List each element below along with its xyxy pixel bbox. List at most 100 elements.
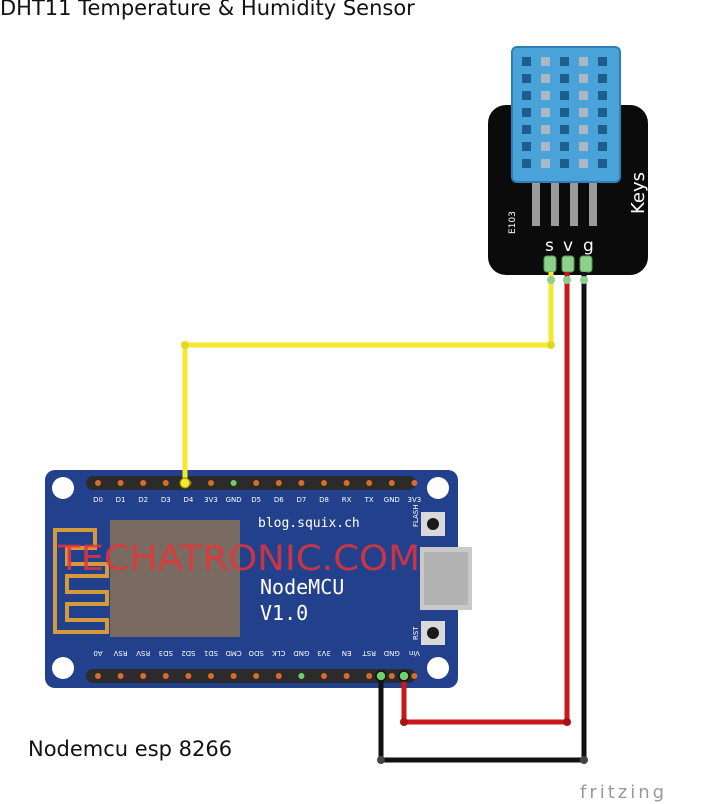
pin-label: 3V3 — [408, 496, 422, 504]
pin-label: GND — [293, 649, 309, 657]
vcc-wire-bend — [400, 718, 408, 726]
pin-label: SD2 — [181, 649, 195, 657]
sensor-pin-v-label: v — [563, 236, 573, 256]
diagram-title: DHT11 Temperature & Humidity Sensor — [0, 0, 415, 20]
header-pin — [208, 480, 214, 486]
sensor-lead — [570, 178, 578, 226]
grille-hole — [541, 125, 550, 134]
board-caption: Nodemcu esp 8266 — [28, 737, 233, 761]
pin-label: SD3 — [159, 649, 173, 657]
header-pin — [388, 673, 395, 679]
board-version: V1.0 — [260, 601, 308, 625]
pin-label: D0 — [93, 496, 103, 504]
grille-hole — [560, 142, 569, 151]
pin-label: GND — [384, 649, 400, 657]
mounting-hole — [52, 477, 74, 499]
grille-hole — [579, 108, 588, 117]
sensor-lead — [551, 178, 559, 226]
header-pin — [95, 480, 101, 486]
grille-hole — [598, 91, 607, 100]
sensor-pin-s-label: s — [545, 236, 554, 256]
sensor-pin-g — [579, 255, 593, 273]
flash-button-cap — [427, 518, 439, 530]
header-pin — [230, 673, 237, 679]
vcc-wire[interactable] — [401, 272, 570, 725]
wires — [179, 272, 588, 764]
header-pin — [275, 673, 282, 679]
grille-hole — [598, 142, 607, 151]
bottom-header-strip — [86, 669, 416, 683]
grille-hole — [541, 57, 550, 66]
header-pin — [253, 673, 260, 679]
pin-label: D4 — [183, 496, 193, 504]
grille-hole — [598, 74, 607, 83]
header-pin — [95, 673, 101, 679]
pin-label: EN — [342, 649, 352, 657]
pin-label: D8 — [319, 496, 329, 504]
sensor-brand: Keys — [628, 172, 649, 214]
grille-hole — [522, 125, 531, 134]
pin-label: CMD — [225, 649, 241, 657]
header-pin — [343, 673, 350, 679]
vcc-wire-end — [563, 276, 571, 284]
header-pin — [253, 480, 260, 486]
pin-label: GND — [384, 496, 400, 504]
header-pin — [411, 480, 418, 486]
dht11-sensor-module: Keys E103 s v g — [488, 46, 649, 275]
pin-label: Vin — [409, 649, 420, 657]
pin-label: D7 — [296, 496, 306, 504]
wifi-antenna — [53, 528, 109, 634]
fritzing-watermark: fritzing — [580, 782, 668, 803]
signal-wire[interactable] — [182, 272, 554, 483]
mounting-hole — [427, 657, 449, 679]
ground-wire-bend — [377, 756, 385, 764]
header-pin — [388, 480, 395, 486]
pin-label: RSV — [113, 649, 127, 657]
pin-label: SDO — [248, 649, 264, 657]
gnd-pin-connection — [375, 670, 387, 682]
board-name: NodeMCU — [260, 575, 344, 599]
rst-label: RST — [412, 626, 420, 640]
grille-hole — [598, 159, 607, 168]
header-pin — [298, 480, 305, 486]
grille-hole — [560, 91, 569, 100]
pin-label: 3V3 — [204, 496, 218, 504]
pin-label: D5 — [251, 496, 261, 504]
grille-hole — [560, 125, 569, 134]
sensor-lead — [589, 178, 597, 226]
grille-hole — [541, 108, 550, 117]
header-pin — [117, 673, 124, 679]
pin-label: RX — [342, 496, 352, 504]
grille-hole — [579, 125, 588, 134]
grille-hole — [560, 57, 569, 66]
usb-port-inner — [424, 552, 468, 605]
header-pin — [343, 480, 350, 486]
grille-hole — [579, 91, 588, 100]
esp-module-shield — [110, 520, 240, 637]
grille-hole — [541, 142, 550, 151]
top-header-strip — [86, 476, 416, 490]
ground-wire[interactable] — [378, 272, 587, 763]
header-pin — [411, 673, 418, 679]
pin-label: D1 — [116, 496, 126, 504]
header-pin — [298, 673, 305, 679]
sensor-grille — [522, 57, 607, 168]
pin-label: D6 — [274, 496, 284, 504]
header-pin — [185, 673, 192, 679]
pin-label: TX — [364, 496, 374, 504]
signal-wire-bend — [181, 341, 189, 349]
header-pin — [140, 673, 147, 679]
pin-label: RST — [362, 649, 376, 657]
header-pin — [366, 480, 373, 486]
grille-hole — [560, 108, 569, 117]
board-url: blog.squix.ch — [258, 516, 360, 531]
vin-pin-connection — [398, 670, 410, 682]
header-pin — [140, 480, 147, 486]
pin-label: CLK — [272, 649, 286, 657]
grille-hole — [522, 142, 531, 151]
sensor-pin-v — [561, 255, 575, 273]
grille-hole — [560, 159, 569, 168]
grille-hole — [541, 74, 550, 83]
